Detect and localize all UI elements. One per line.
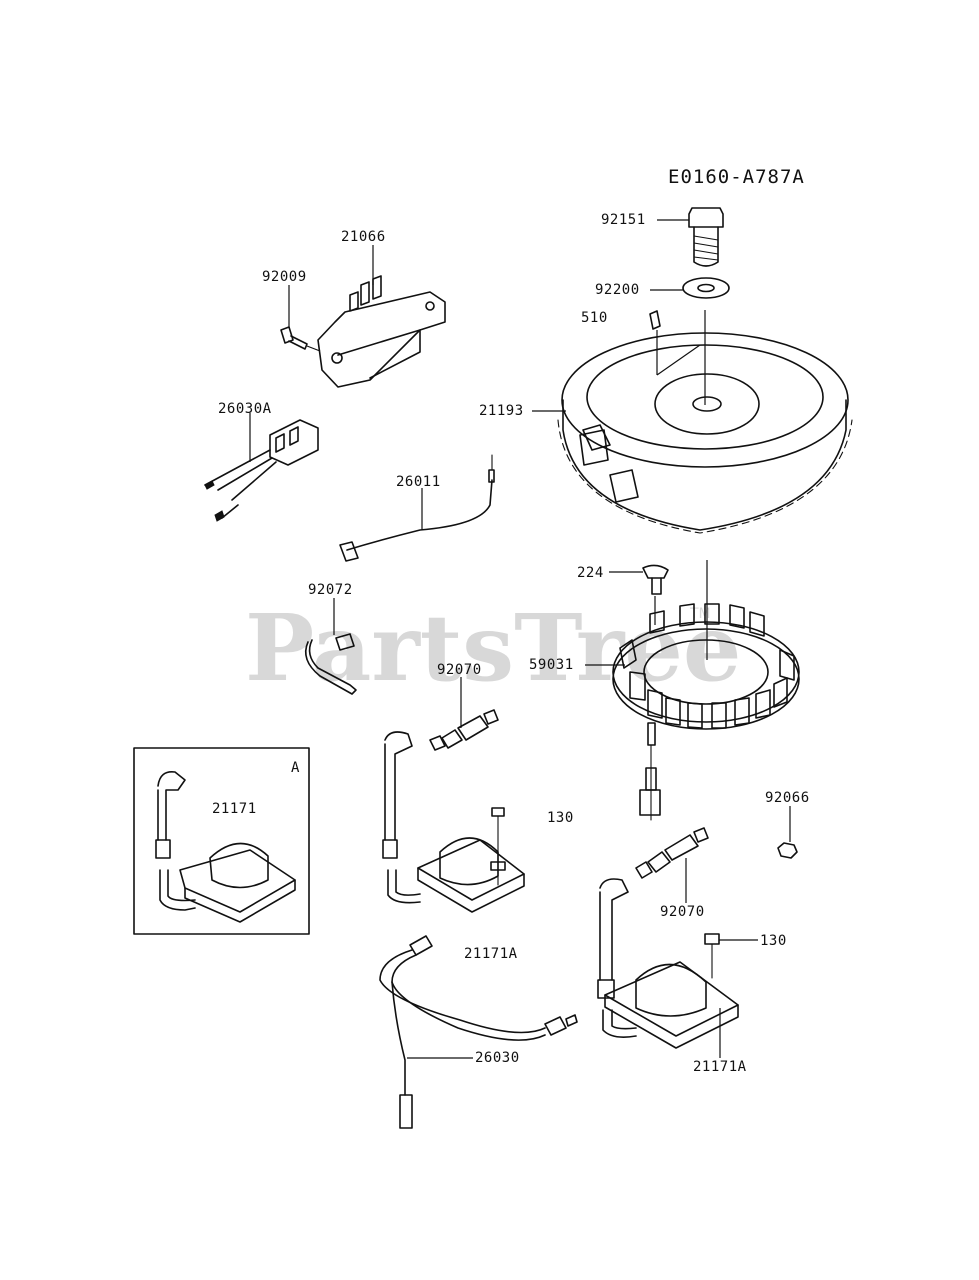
label-92009[interactable]: 92009: [262, 269, 307, 285]
label-59031[interactable]: 59031: [529, 657, 574, 673]
lead-wire-26030-drawing[interactable]: [379, 935, 578, 1129]
bolt-92151-drawing[interactable]: [688, 207, 724, 267]
label-92200[interactable]: 92200: [595, 282, 640, 298]
label-26011[interactable]: 26011: [396, 474, 441, 490]
label-224[interactable]: 224: [577, 565, 604, 581]
label-21193[interactable]: 21193: [479, 403, 524, 419]
inset-box: [133, 747, 310, 935]
ignition-coil-21171-drawing[interactable]: [155, 770, 296, 923]
label-92066[interactable]: 92066: [765, 790, 810, 806]
washer-92200-drawing[interactable]: [682, 277, 730, 299]
regulator-21066-drawing[interactable]: [317, 275, 446, 388]
label-21171A-middle[interactable]: 21171A: [464, 946, 518, 962]
label-21171[interactable]: 21171: [212, 801, 257, 817]
ignition-coil-21171A-lower-drawing[interactable]: [597, 878, 739, 1049]
watermark: PartsTree: [245, 594, 741, 702]
key-510-drawing[interactable]: [649, 310, 661, 330]
label-130-upper[interactable]: 130: [547, 810, 574, 826]
label-21066[interactable]: 21066: [341, 229, 386, 245]
label-26030A[interactable]: 26030A: [218, 401, 272, 417]
label-21171A-lower[interactable]: 21171A: [693, 1059, 747, 1075]
ground-lead-26011-drawing[interactable]: [339, 454, 495, 562]
screw-224-drawing[interactable]: [642, 564, 669, 595]
screw-92009-drawing[interactable]: [280, 326, 308, 350]
inset-marker: A: [291, 760, 300, 776]
label-92070-upper[interactable]: 92070: [437, 662, 482, 678]
band-92072-drawing[interactable]: [304, 633, 357, 695]
label-510[interactable]: 510: [581, 310, 608, 326]
diagram-code: E0160-A787A: [668, 166, 805, 188]
coil-bolt-130-lower-drawing[interactable]: [704, 933, 720, 979]
label-26030[interactable]: 26030: [475, 1050, 520, 1066]
label-92072[interactable]: 92072: [308, 582, 353, 598]
connector-26030A-drawing[interactable]: [204, 419, 319, 522]
spark-plug-92070-lower-drawing[interactable]: [635, 827, 709, 879]
ignition-coil-21171A-middle-drawing[interactable]: [382, 731, 525, 913]
label-92070-lower[interactable]: 92070: [660, 904, 705, 920]
nut-92066-drawing[interactable]: [777, 842, 798, 859]
label-92151[interactable]: 92151: [601, 212, 646, 228]
spark-plug-92070-upper-drawing[interactable]: [429, 709, 499, 751]
label-130-lower[interactable]: 130: [760, 933, 787, 949]
stator-59031-drawing[interactable]: [612, 603, 800, 821]
